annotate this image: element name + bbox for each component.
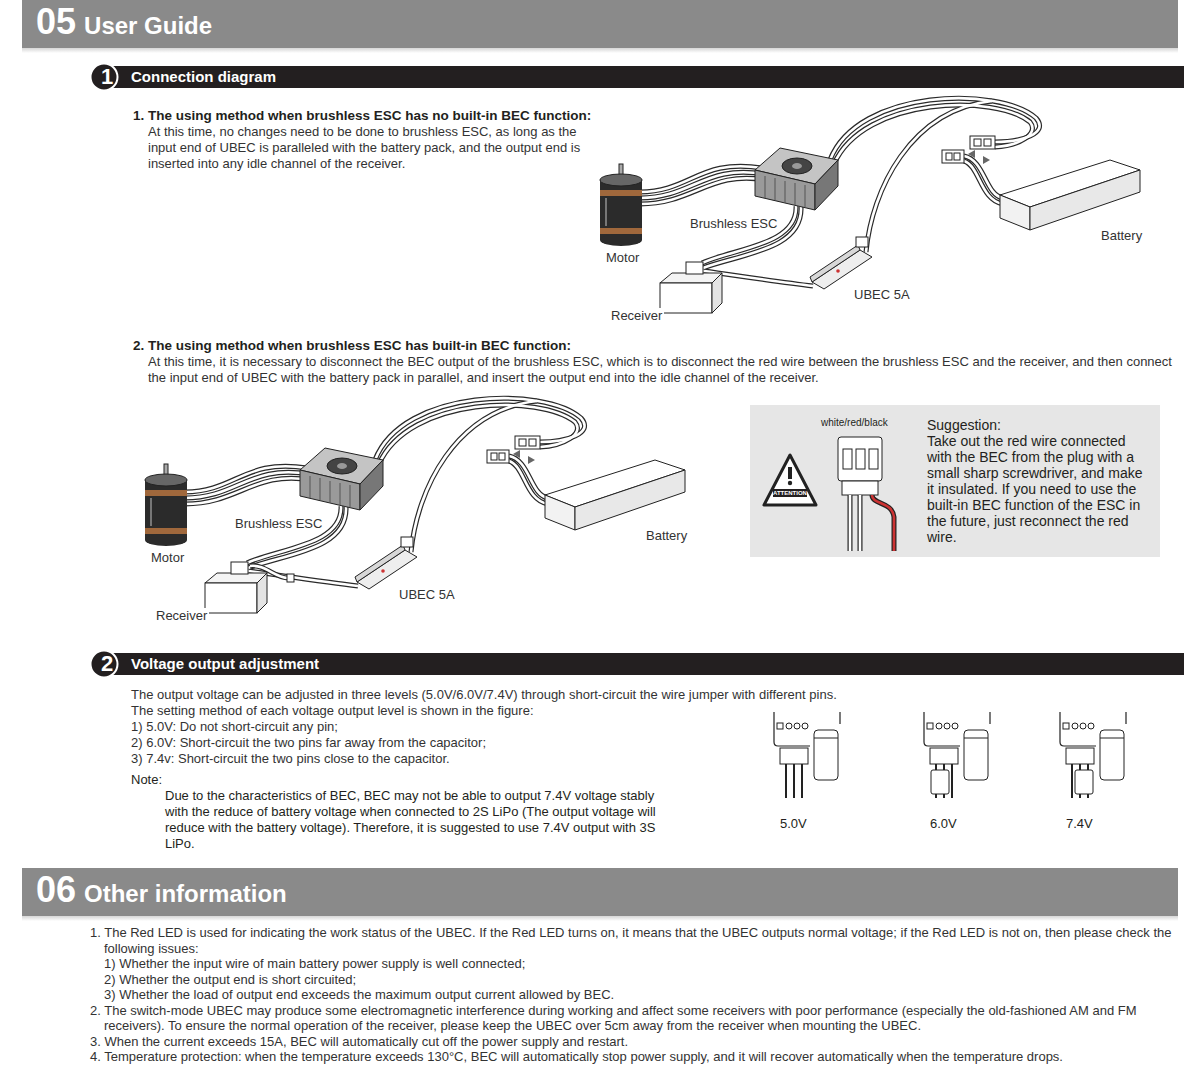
- wire-colour-label: white/red/black: [820, 417, 889, 429]
- suggestion-panel: Suggestion:Take out the red wire connect…: [750, 405, 1160, 557]
- part-name: Receiver: [154, 608, 209, 624]
- node-heading: 06: [36, 868, 76, 912]
- part-name: Brushless ESC: [233, 516, 324, 532]
- section-header-band: 06Other information: [22, 868, 1178, 916]
- section-header-band: 05User Guide: [22, 0, 1178, 48]
- note-text: Due to the characteristics of BEC, BEC m…: [165, 788, 657, 852]
- part-name: Battery: [644, 528, 689, 544]
- voltage-label: 6.0V: [930, 816, 957, 832]
- step-number-circle: 2: [89, 649, 125, 679]
- step-heading: 1. The using method when brushless ESC h…: [133, 108, 613, 124]
- node-text: User Guide: [84, 4, 212, 48]
- node-heading: 1: [89, 62, 125, 92]
- part-name: Receiver: [609, 308, 664, 324]
- voltage-label: 7.4V: [1066, 816, 1093, 832]
- part-name: UBEC 5A: [852, 287, 912, 303]
- list-item: 1) 5.0V: Do not short-circuit any pin;: [131, 719, 731, 735]
- node-heading: 2: [89, 649, 125, 679]
- subsection-band: Voltage output adjustment: [112, 653, 1184, 675]
- node-heading: Connection diagram: [131, 66, 1184, 88]
- list-item: 1. The Red LED is used for indicating th…: [90, 925, 1194, 956]
- voltage-label: 5.0V: [780, 816, 807, 832]
- node-heading: 05: [36, 0, 76, 44]
- list-item: 2. The switch-mode UBEC may produce some…: [90, 1003, 1194, 1034]
- body-text: At this time, it is necessary to disconn…: [148, 354, 1178, 386]
- list-item: 2) 6.0V: Short-circuit the two pins far …: [131, 735, 731, 751]
- part-name: Motor: [604, 250, 641, 266]
- list-item: 3. When the current exceeds 15A, BEC wil…: [90, 1034, 1194, 1050]
- body-text: At this time, no changes need to be done…: [148, 124, 593, 172]
- node-heading: Voltage output adjustment: [131, 653, 1184, 675]
- part-name: Brushless ESC: [688, 216, 779, 232]
- part-name: Motor: [149, 550, 186, 566]
- node-text: Other information: [84, 872, 287, 916]
- sub-item: 3) Whether the load of output end exceed…: [104, 987, 1184, 1003]
- warning-label: ATTENTION: [773, 489, 807, 497]
- node-text: Take out the red wire connected with the…: [927, 433, 1152, 545]
- step-heading: 2. The using method when brushless ESC h…: [133, 338, 893, 354]
- list-item: 3) 7.4v: Short-circuit the two pins clos…: [131, 751, 731, 767]
- subsection-band: Connection diagram: [112, 66, 1184, 88]
- note-heading: Note:: [131, 772, 331, 788]
- part-name: Battery: [1099, 228, 1144, 244]
- part-name: UBEC 5A: [397, 587, 457, 603]
- sub-item: 1) Whether the input wire of main batter…: [104, 956, 1184, 972]
- body-text: The output voltage can be adjusted in th…: [131, 687, 931, 703]
- sub-item: 2) Whether the output end is short circu…: [104, 972, 1184, 988]
- step-number-circle: 1: [89, 62, 125, 92]
- list-item: 4. Temperature protection: when the temp…: [90, 1049, 1200, 1065]
- node-heading: Suggestion:: [927, 417, 1152, 433]
- body-text: The setting method of each voltage outpu…: [131, 703, 931, 719]
